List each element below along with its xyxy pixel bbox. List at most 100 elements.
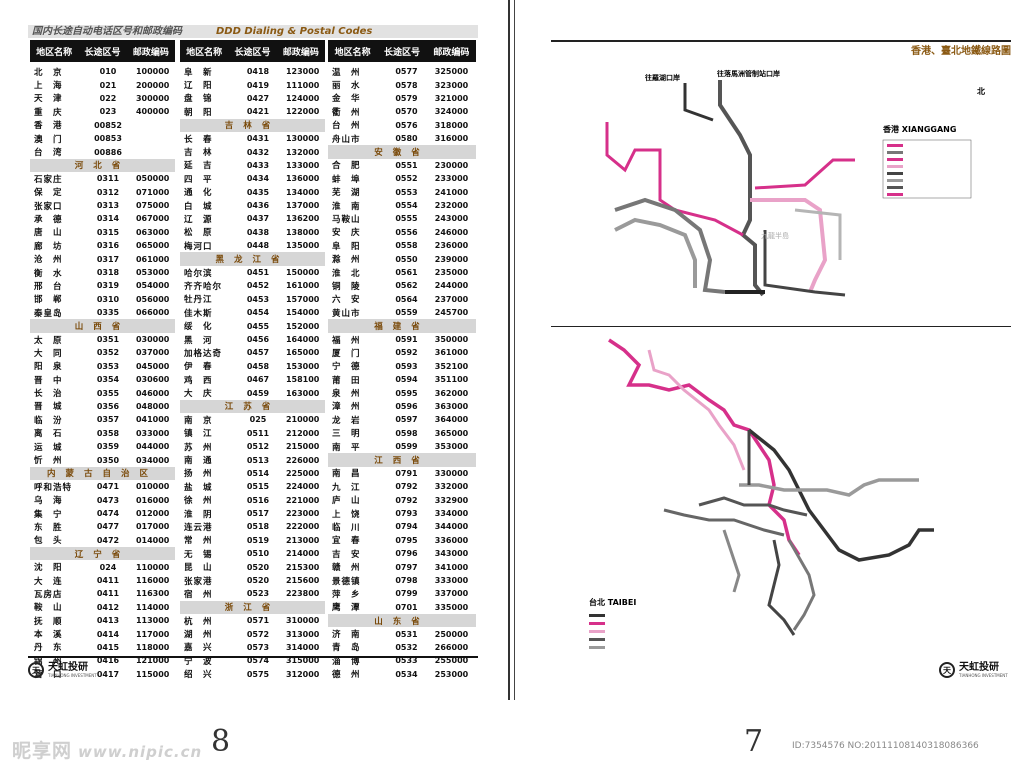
area-code: 0313 [96,201,120,211]
tseung-kwan-o-line [750,198,828,293]
postal-code: 363000 [434,401,469,411]
postal-code: 066000 [135,308,170,318]
region-name: 本 溪 [34,630,63,641]
region-name: 临 川 [332,522,361,533]
region-name: 唐 山 [34,228,63,239]
area-code: 0515 [246,482,270,492]
zhonghe-line [663,508,785,537]
watermark-text: 昵享网 [12,740,73,762]
area-code: 0311 [96,174,120,184]
postal-code: 075000 [135,201,170,211]
postal-code: 233000 [434,174,469,184]
postal-code: 250000 [434,629,469,639]
region-name: 伊 春 [184,362,213,373]
region-name: 芜 湖 [332,188,361,199]
region-name: 温 州 [332,67,361,78]
postal-code: 056000 [135,294,170,304]
area-code: 0531 [395,629,418,639]
area-code: 0418 [246,67,270,77]
region-name: 滁 州 [332,255,361,266]
area-code: 0554 [395,201,418,211]
postal-code: 241000 [434,187,469,197]
region-name: 镇 江 [184,429,213,440]
area-code: 0564 [395,294,418,304]
postal-code: 037000 [135,348,170,358]
postal-code: 336000 [434,535,469,545]
postal-code: 121000 [135,656,170,666]
postal-code: 123000 [285,67,320,77]
postal-code: 122000 [285,107,320,117]
postal-code: 310000 [285,616,320,626]
area-code: 0797 [395,562,418,572]
postal-code: 315000 [285,656,320,666]
area-code: 0523 [246,589,270,599]
region-name: 通 化 [184,188,213,199]
postal-code: 353000 [434,442,469,452]
region-name: 太 原 [34,335,63,346]
area-code: 0591 [395,335,418,344]
postal-code: 133000 [285,160,320,170]
postal-code: 215600 [285,576,320,586]
postal-code: 332000 [434,482,469,492]
postal-code: 130000 [285,134,320,144]
area-code: 0435 [246,187,270,197]
page-number-left: 8 [211,724,231,759]
area-code: 0799 [395,589,418,599]
postal-code: 318000 [434,120,469,130]
region-name: 大 连 [34,576,63,587]
postal-code: 152000 [285,321,320,331]
area-code: 0534 [395,669,418,679]
page-gutter [508,0,510,700]
area-code: 0413 [96,616,120,626]
area-code: 0550 [395,254,418,264]
logo-sub: TIANHONG INVESTMENT [959,672,1008,678]
north-arrow-label: 北 [977,86,985,96]
postal-code: 010000 [135,482,170,492]
area-code: 024 [99,562,117,572]
hong-kong-metro-map: 往羅湖口岸 往落馬洲管制站口岸 九龍半島 北 香港 XIANGGANG [605,69,985,297]
postal-code: 350000 [434,335,469,344]
left-page: 国内长途自动电话区号和邮政编码 DDD Dialing & Postal Cod… [0,0,508,700]
postal-code: 065000 [135,241,170,251]
area-code: 0419 [246,80,270,90]
postal-code: 362000 [434,388,469,398]
province-header-row: 安徽省 [328,145,476,159]
region-name: 淄 博 [332,656,361,667]
postal-code: 246000 [434,227,469,237]
area-code: 0314 [96,214,120,224]
area-code: 0576 [395,120,418,130]
region-name: 泉 州 [332,389,361,400]
area-code: 0532 [395,642,418,652]
postal-code: 333000 [434,576,469,586]
region-name: 九 江 [332,482,361,493]
table-bottom-rule [28,656,478,658]
region-name: 庐 山 [332,496,361,507]
region-name: 丹 东 [34,643,63,654]
area-code: 0533 [395,656,418,666]
east-rail-spur-line [683,83,714,122]
area-code: 0558 [395,241,418,251]
table-title-en: DDD Dialing & Postal Codes [216,26,373,37]
area-code: 0792 [395,495,418,505]
area-code: 0792 [395,482,418,492]
